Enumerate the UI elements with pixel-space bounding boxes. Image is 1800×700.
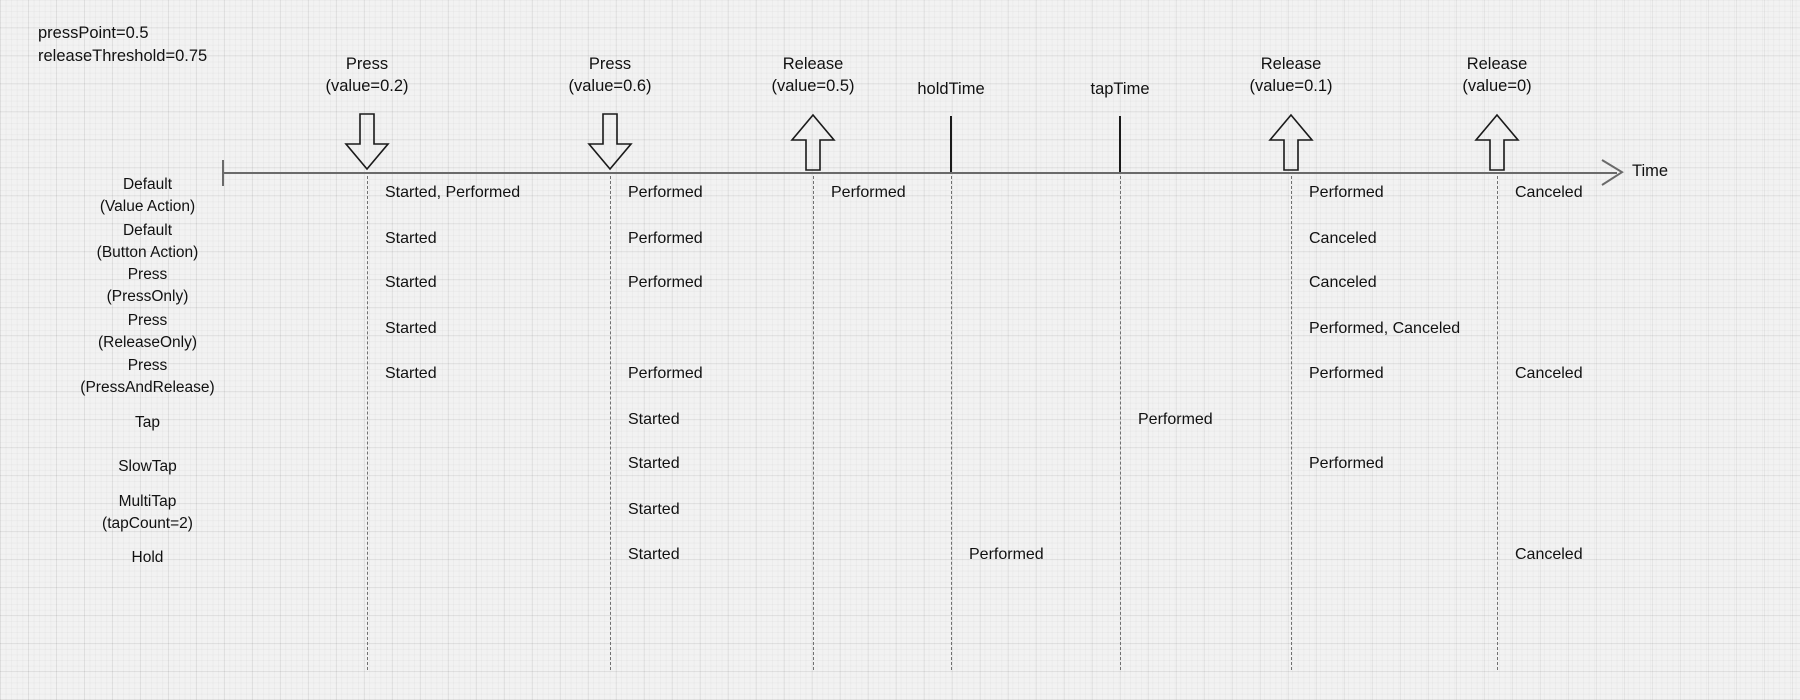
row-1-cell-2: Canceled (1309, 230, 1377, 247)
row-3-cell-0: Started (385, 320, 437, 337)
row-8-cell-2: Canceled (1515, 546, 1583, 563)
marker-label: Release (value=0) (1462, 55, 1532, 95)
row-0-cell-2: Performed (831, 184, 906, 201)
row-2-cell-0: Started (385, 274, 437, 291)
row-4-cell-3: Canceled (1515, 365, 1583, 382)
row-0-cell-3: Performed (1309, 184, 1384, 201)
row-1-cell-1: Performed (628, 230, 703, 247)
marker-label: Press (value=0.6) (568, 55, 652, 95)
marker-tick-icon (950, 116, 952, 172)
row-4-cell-1: Performed (628, 365, 703, 382)
time-axis-line (222, 172, 1617, 174)
time-axis-label: Time (1632, 162, 1669, 180)
row-label-2: Press (PressOnly) (106, 266, 189, 305)
row-6-cell-0: Started (628, 455, 680, 472)
column-guide-5 (1291, 176, 1292, 670)
row-label-1: Default (Button Action) (96, 222, 199, 261)
row-6-cell-1: Performed (1309, 455, 1384, 472)
column-guide-2 (813, 176, 814, 670)
row-7-cell-0: Started (628, 501, 680, 518)
row-4-cell-0: Started (385, 365, 437, 382)
row-2-cell-2: Canceled (1309, 274, 1377, 291)
row-5-cell-1: Performed (1138, 411, 1213, 428)
column-guide-4 (1120, 176, 1121, 670)
row-0-cell-4: Canceled (1515, 184, 1583, 201)
row-8-cell-0: Started (628, 546, 680, 563)
marker-label: Press (value=0.2) (325, 55, 409, 95)
marker-label: holdTime (917, 80, 985, 98)
marker-tick-icon (1119, 116, 1121, 172)
arrow-down-icon (344, 112, 390, 177)
time-axis-arrowhead (1600, 158, 1630, 193)
column-guide-6 (1497, 176, 1498, 670)
row-label-8: Hold (131, 549, 164, 566)
row-0-cell-0: Started, Performed (385, 184, 521, 201)
row-label-5: Tap (135, 414, 160, 431)
arrow-up-icon (1268, 112, 1314, 177)
row-label-4: Press (PressAndRelease) (80, 357, 215, 396)
row-label-7: MultiTap (tapCount=2) (102, 493, 193, 532)
marker-label: tapTime (1090, 80, 1150, 98)
marker-label: Release (value=0.5) (771, 55, 855, 95)
marker-label: Release (value=0.1) (1249, 55, 1333, 95)
column-guide-3 (951, 176, 952, 670)
row-label-3: Press (ReleaseOnly) (97, 312, 198, 351)
row-2-cell-1: Performed (628, 274, 703, 291)
arrow-down-icon (587, 112, 633, 177)
column-guide-1 (610, 176, 611, 670)
column-guide-0 (367, 176, 368, 670)
row-4-cell-2: Performed (1309, 365, 1384, 382)
arrow-up-icon (790, 112, 836, 177)
row-5-cell-0: Started (628, 411, 680, 428)
row-label-6: SlowTap (118, 458, 177, 475)
row-8-cell-1: Performed (969, 546, 1044, 563)
arrow-up-icon (1474, 112, 1520, 177)
parameters-note: pressPoint=0.5 releaseThreshold=0.75 (38, 24, 208, 65)
row-0-cell-1: Performed (628, 184, 703, 201)
row-1-cell-0: Started (385, 230, 437, 247)
row-3-cell-1: Performed, Canceled (1309, 320, 1461, 337)
row-label-0: Default (Value Action) (99, 176, 196, 215)
